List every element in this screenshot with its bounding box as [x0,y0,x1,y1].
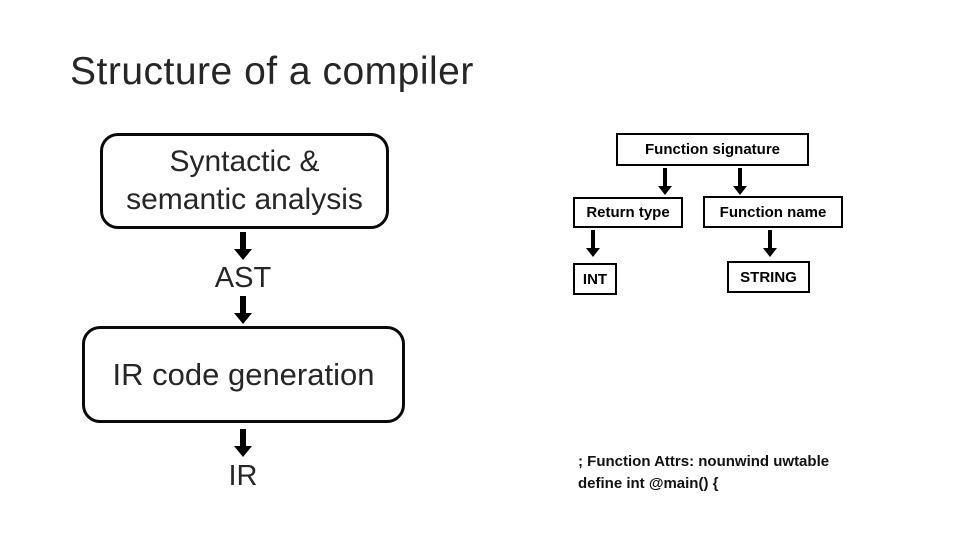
arrow-stem [591,230,595,248]
ir-code-line-2: define int @main() { [578,475,719,492]
function-name-box: Function name [703,196,843,228]
arrow-head [234,446,252,457]
down-arrow-icon [234,296,252,324]
arrow-head [763,248,777,257]
arrow-stem [738,168,742,186]
int-value-label: INT [582,270,608,288]
ir-code-snippet: ; Function Attrs: nounwind uwtable defin… [578,451,829,495]
down-arrow-icon [234,429,252,457]
slide-title: Structure of a compiler [70,50,474,93]
ir-code-line-1: ; Function Attrs: nounwind uwtable [578,453,830,470]
down-arrow-icon [658,168,672,195]
arrow-head [658,186,672,195]
arrow-stem [768,230,772,248]
analysis-box-line1: Syntactic & [169,145,320,178]
down-arrow-icon [763,230,777,257]
ir-label: IR [228,460,258,492]
string-value-box: STRING [727,261,810,293]
arrow-head [234,313,252,324]
analysis-box-line2: semantic analysis [126,183,363,216]
arrow-stem [663,168,667,186]
return-type-label: Return type [586,204,670,221]
arrow-head [586,248,600,257]
syntactic-semantic-analysis-box: Syntactic & semantic analysis [100,133,389,229]
down-arrow-icon [234,232,252,260]
ast-label: AST [214,262,272,294]
function-signature-label: Function signature [645,141,780,158]
arrow-stem [240,232,246,249]
arrow-stem [240,429,246,446]
int-value-box: INT [573,263,617,295]
arrow-head [733,186,747,195]
down-arrow-icon [586,230,600,257]
down-arrow-icon [733,168,747,195]
ir-codegen-box-label: IR code generation [112,356,375,392]
ir-code-generation-box: IR code generation [82,326,405,423]
function-name-label: Function name [719,203,827,221]
string-value-label: STRING [740,268,797,286]
function-signature-box: Function signature [616,133,809,166]
return-type-box: Return type [573,197,683,228]
arrow-head [234,249,252,260]
arrow-stem [240,296,246,313]
